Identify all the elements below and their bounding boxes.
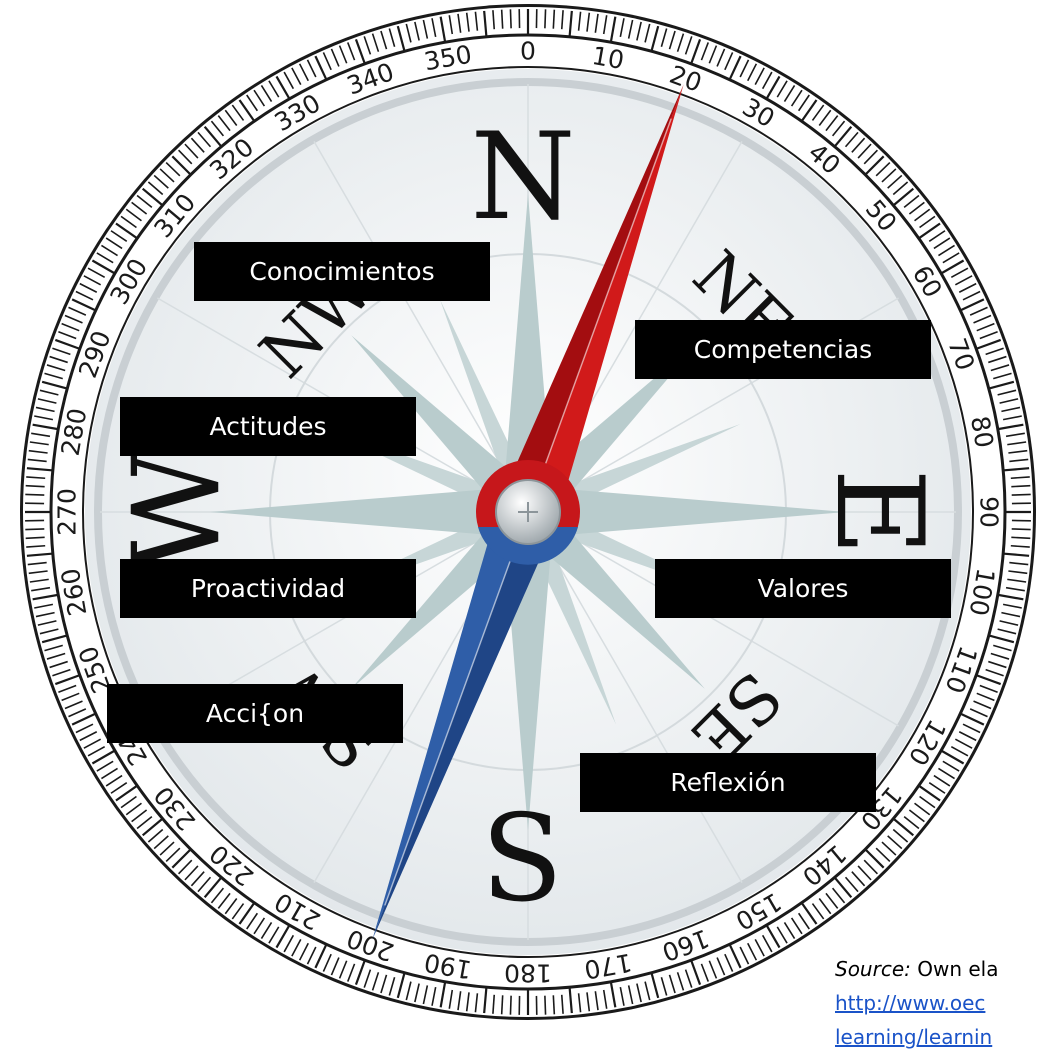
south-letter: S (481, 790, 563, 929)
bezel-tick (502, 995, 503, 1014)
bezel-tick (1012, 494, 1031, 495)
label-conocimientos: Conocimientos (194, 242, 490, 301)
bezel-tick (1012, 529, 1031, 530)
east-letter: E (809, 468, 948, 556)
label-accion: Acci{on (107, 684, 403, 743)
degree-label: 270 (53, 488, 82, 536)
label-actitudes: Actitudes (120, 397, 416, 456)
bezel-tick (510, 996, 511, 1015)
degree-label: 0 (520, 37, 536, 66)
bezel-tick (502, 10, 503, 29)
bezel-tick (25, 529, 44, 530)
bezel-tick (553, 995, 554, 1014)
bezel-tick (545, 9, 546, 28)
bezel-tick (1011, 486, 1030, 487)
bezel-tick (553, 10, 554, 29)
bezel-tick (25, 494, 44, 495)
degree-label: 90 (975, 496, 1004, 528)
bezel-tick (545, 996, 546, 1015)
bezel-tick (26, 537, 45, 538)
west-letter: W (108, 450, 247, 573)
bezel-tick (1011, 537, 1030, 538)
degree-label: 80 (965, 414, 999, 450)
north-letter: N (471, 108, 576, 247)
source-link[interactable]: http://www.oec (835, 986, 1038, 1020)
label-reflexion: Reflexión (580, 753, 876, 812)
source-note: Source: Own ela http://www.oec learning/… (835, 952, 1038, 1054)
bezel-tick (26, 486, 45, 487)
degree-label: 180 (504, 959, 552, 988)
label-valores: Valores (655, 559, 951, 618)
source-text: Own ela (911, 957, 999, 981)
label-competencias: Competencias (635, 320, 931, 379)
source-link-2[interactable]: learning/learnin (835, 1020, 1038, 1054)
label-proactividad: Proactividad (120, 559, 416, 618)
bezel-tick (510, 9, 511, 28)
degree-label: 10 (590, 41, 626, 75)
source-label: Source: (835, 957, 911, 981)
